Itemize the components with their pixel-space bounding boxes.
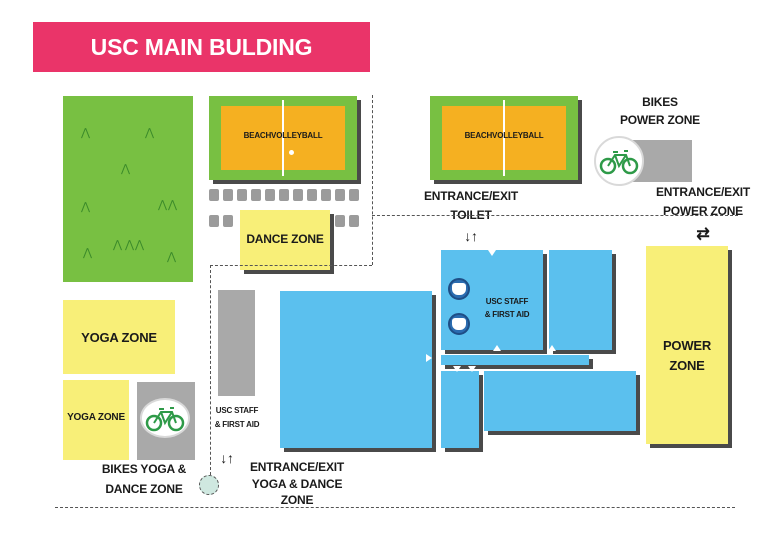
- door-marker: [493, 345, 501, 351]
- entrance-yoga-marker: [199, 475, 219, 495]
- path-line: [372, 95, 373, 265]
- seat: [335, 189, 345, 201]
- beach-volleyball-label-left: BEACHVOLLEYBALL: [243, 131, 323, 140]
- path-line: [372, 215, 738, 216]
- tree-icon: ⋀: [125, 239, 135, 251]
- bicycle-icon: [599, 150, 639, 175]
- grass-field: [63, 96, 193, 282]
- seat: [209, 215, 219, 227]
- volleyball-icon: [289, 150, 294, 155]
- staff-first-aid-right-label-1: USC STAFF: [485, 297, 529, 306]
- tree-icon: ⋀: [81, 201, 91, 213]
- seat: [279, 189, 289, 201]
- door-marker: [488, 250, 496, 256]
- tree-icon: ⋀: [135, 239, 145, 251]
- path-line: [210, 265, 372, 266]
- staff-first-aid-left-label-1: USC STAFF: [215, 406, 259, 415]
- staff-first-aid-left-label-2: & FIRST AID: [214, 420, 260, 429]
- seat: [237, 189, 247, 201]
- main-building-south-wing: [484, 371, 636, 431]
- tree-icon: ⋀: [167, 251, 177, 263]
- seat: [223, 215, 233, 227]
- title-banner: [33, 22, 370, 72]
- power-zone-label-2: ZONE: [669, 358, 705, 373]
- yoga-zone-large-label: YOGA ZONE: [81, 330, 157, 345]
- entrance-power-arrow-icon: ⇄: [696, 226, 710, 243]
- grass-trees: ⋀ ⋀ ⋀ ⋀ ⋀ ⋀ ⋀ ⋀ ⋀ ⋀ ⋀: [63, 96, 193, 282]
- tree-icon: ⋀: [83, 247, 93, 259]
- main-building-north-wing: [549, 250, 612, 350]
- yoga-zone-small-label: YOGA ZONE: [67, 412, 125, 423]
- staff-first-aid-left-block: [218, 290, 255, 396]
- dance-zone-label: DANCE ZONE: [246, 232, 324, 246]
- main-building-south-column: [441, 371, 479, 448]
- court-net-right: [503, 100, 505, 176]
- page-title: USC MAIN BULDING: [90, 34, 313, 60]
- entrance-yoga-label-3: ZONE: [280, 493, 314, 507]
- tree-icon: ⋀: [145, 127, 155, 139]
- entrance-yoga-arrow-icon: ↓↑: [220, 450, 234, 466]
- bikes-power-label-1: BIKES: [642, 95, 678, 109]
- staff-first-aid-right-label-2: & FIRST AID: [484, 310, 530, 319]
- entrance-toilet-label-1: ENTRANCE/EXIT: [423, 189, 519, 203]
- main-building-corridor: [441, 355, 589, 365]
- seat: [307, 189, 317, 201]
- power-zone: [646, 246, 728, 444]
- door-marker: [468, 366, 476, 372]
- tree-icon: ⋀: [121, 163, 131, 175]
- path-line: [210, 265, 211, 475]
- bicycle-icon: [145, 407, 185, 432]
- toilet-glyph: [452, 283, 466, 295]
- seat: [251, 189, 261, 201]
- yoga-zone-large: [63, 300, 175, 374]
- entrance-power-label-1: ENTRANCE/EXIT: [655, 185, 751, 199]
- tree-icon: ⋀: [113, 239, 123, 251]
- door-marker: [426, 354, 432, 362]
- seat: [349, 189, 359, 201]
- entrance-power-label-2: POWER ZONE: [662, 204, 743, 218]
- power-zone-label-1: POWER: [662, 338, 712, 353]
- tree-icon: ⋀: [168, 199, 178, 211]
- entrance-yoga-label-1: ENTRANCE/EXIT: [249, 460, 345, 474]
- court-net-left: [282, 100, 284, 176]
- door-marker: [453, 366, 461, 372]
- seat: [321, 189, 331, 201]
- dance-zone: [240, 210, 330, 270]
- seat: [293, 189, 303, 201]
- seat: [349, 215, 359, 227]
- toilet-glyph: [452, 318, 466, 330]
- door-marker: [548, 345, 556, 351]
- path-line: [55, 507, 735, 508]
- main-building-hall: [280, 291, 432, 448]
- bleachers: [209, 189, 359, 229]
- beach-volleyball-label-right: BEACHVOLLEYBALL: [464, 131, 544, 140]
- bikes-yoga-label-2: DANCE ZONE: [105, 482, 183, 496]
- seat: [335, 215, 345, 227]
- entrance-yoga-label-2: YOGA & DANCE: [251, 477, 343, 491]
- seat: [223, 189, 233, 201]
- entrance-toilet-arrow-icon: ↓↑: [464, 228, 478, 244]
- yoga-zone-small: [63, 380, 129, 460]
- seat: [209, 189, 219, 201]
- bikes-yoga-label-1: BIKES YOGA &: [101, 462, 187, 476]
- tree-icon: ⋀: [81, 127, 91, 139]
- bikes-power-label-2: POWER ZONE: [619, 113, 700, 127]
- tree-icon: ⋀: [158, 199, 168, 211]
- seat: [265, 189, 275, 201]
